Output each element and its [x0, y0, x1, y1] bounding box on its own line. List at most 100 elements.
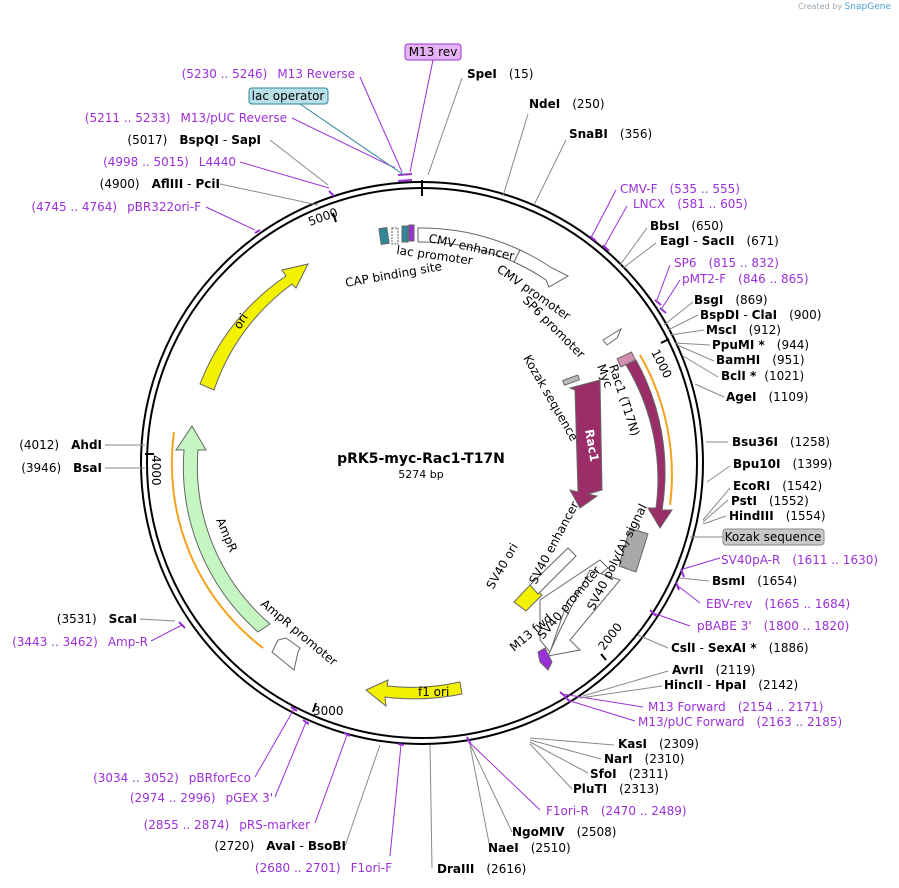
feature-label-f1-ori: f1 ori [418, 685, 449, 699]
site-name: HindIII [729, 509, 774, 523]
primer-name: LNCX [633, 197, 665, 211]
site-name: AflIII [152, 177, 184, 191]
site-name: BspQI [179, 133, 219, 147]
tick-1000 [660, 338, 670, 344]
site-sep: - [693, 234, 697, 248]
sv40-promoter-arrow [539, 559, 609, 654]
feature-label-sv40-ori: SV40 ori [483, 541, 520, 592]
site-sep: - [187, 177, 191, 191]
primer-name: EBV-rev [706, 597, 752, 611]
lac-operator-label: lac operator [252, 89, 325, 103]
svg-text:HindIII(1554): HindIII(1554) [729, 509, 826, 523]
site-labels-left: (2720)AvaI-BsoBI (3531)ScaI (3946)BsaI (… [19, 133, 346, 853]
svg-text:(4012)AhdI: (4012)AhdI [19, 438, 102, 452]
svg-text:PstI(1552): PstI(1552) [731, 494, 809, 508]
svg-text:HincII-HpaI(2142): HincII-HpaI(2142) [664, 678, 798, 692]
svg-text:NarI(2310): NarI (2310) [604, 752, 684, 766]
site-pos: (671) [747, 234, 779, 248]
primer-pos: (846 .. 865) [738, 272, 808, 286]
site-pos: (912) [749, 323, 781, 337]
site-name: BsmI [712, 574, 745, 588]
svg-text:(4745 .. 4764)pBR322ori-F: (4745 .. 4764)pBR322ori-F [31, 200, 201, 214]
primer-name: SV40pA-R [721, 553, 780, 567]
sv40-ori-box [513, 584, 543, 612]
svg-text:(3531)ScaI: (3531)ScaI [57, 612, 137, 626]
primer-leaders [150, 76, 721, 857]
site-name: BamHI [716, 353, 760, 367]
plasmid-length: 5274 bp [398, 468, 443, 481]
tick-2000 [600, 653, 607, 661]
site-name: EagI [660, 234, 689, 248]
site-sep: - [707, 678, 711, 692]
primer-marks [178, 173, 685, 746]
svg-text:(2974 .. 2996)pGEX 3': (2974 .. 2996)pGEX 3' [130, 791, 273, 805]
svg-text:DraIII(2616): DraIII(2616) [437, 862, 526, 876]
site-pos: (1552) [769, 494, 809, 508]
m13-fwd-arrow [537, 647, 553, 671]
svg-text:SnaBI(356): SnaBI(356) [569, 127, 652, 141]
primer-pos: (2154 .. 2171) [738, 700, 824, 714]
svg-text:PpuMI *(944): PpuMI *(944) [712, 338, 809, 352]
site-name: NaeI [488, 841, 519, 855]
primer-pos: (5211 .. 5233) [85, 111, 171, 125]
site-pos: (1654) [757, 574, 797, 588]
primer-labels-left: (5230 .. 5246)M13 Reverse (5211 .. 5233)… [12, 67, 392, 875]
site-name2: SacII [702, 234, 735, 248]
site-name: BbsI [650, 219, 679, 233]
feature-label-ampr: AmpR [213, 516, 240, 554]
svg-text:(2680 .. 2701)F1ori-F: (2680 .. 2701)F1ori-F [255, 861, 392, 875]
svg-text:BsgI(869): BsgI(869) [694, 293, 768, 307]
primer-name: M13 Forward [648, 700, 726, 714]
primer-name: pBR322ori-F [127, 200, 201, 214]
svg-text:Bsu36I(1258): Bsu36I(1258) [732, 435, 830, 449]
site-name2: SapI [231, 133, 261, 147]
primer-name: CMV-F [620, 182, 658, 196]
svg-text:F1ori-R(2470 .. 2489): F1ori-R(2470 .. 2489) [546, 804, 687, 818]
tick-label-4000: 4000 [149, 455, 163, 486]
svg-text:SV40pA-R(1611 .. 1630): SV40pA-R(1611 .. 1630) [721, 553, 878, 567]
site-pos: (951) [772, 353, 804, 367]
svg-text:NgoMIV(2508): NgoMIV(2508) [512, 825, 616, 839]
feature-label-kozak: Kozak sequence [520, 353, 581, 444]
site-name: NgoMIV [512, 825, 565, 839]
svg-text:EBV-rev(1665 .. 1684): EBV-rev (1665 .. 1684) [706, 597, 850, 611]
primer-pos: (4998 .. 5015) [103, 155, 189, 169]
plasmid-title: pRK5-myc-Rac1-T17N [337, 451, 505, 467]
primer-pos: (581 .. 605) [677, 197, 747, 211]
primer-pos: (3443 .. 3462) [12, 635, 98, 649]
ori-arrow [199, 263, 309, 391]
credit-prefix: Created by [798, 2, 843, 11]
site-pos: (5017) [127, 133, 167, 147]
site-name: ScaI [109, 612, 137, 626]
svg-text:(2855 .. 2874)pRS-marker: (2855 .. 2874)pRS-marker [144, 818, 310, 832]
primer-pos: (815 .. 832) [709, 256, 779, 270]
svg-text:NdeI(250): NdeI(250) [529, 97, 605, 111]
feature-label-rac1: Rac1 [582, 428, 601, 463]
site-pos: (1542) [782, 479, 822, 493]
site-pos: (1021) [764, 369, 804, 383]
primer-pos: (1665 .. 1684) [764, 597, 850, 611]
tick-3000 [312, 702, 317, 713]
site-pos: (2310) [645, 752, 685, 766]
site-pos: (1258) [790, 435, 830, 449]
site-name: AhdI [71, 438, 102, 452]
svg-text:NaeI(2510): NaeI(2510) [488, 841, 571, 855]
svg-text:EagI-SacII(671): EagI-SacII (671) [660, 234, 779, 248]
tick-label-2000: 2000 [595, 620, 625, 653]
site-name: NarI [604, 752, 633, 766]
svg-text:BamHI(951): BamHI (951) [716, 353, 805, 367]
primer-pos: (2680 .. 2701) [255, 861, 341, 875]
primer-pos: (3034 .. 3052) [93, 771, 179, 785]
site-name: AvaI [266, 839, 295, 853]
site-name: SnaBI [569, 127, 608, 141]
cap-binding-box [378, 226, 390, 246]
site-name: HincII [664, 678, 703, 692]
site-pos: (250) [572, 97, 604, 111]
svg-text:M13 Forward(2154 .. 2171): M13 Forward (2154 .. 2171) [648, 700, 823, 714]
primer-pos: (5230 .. 5246) [182, 67, 268, 81]
svg-text:pBABE 3'(1800 .. 1820): pBABE 3'(1800 .. 1820) [697, 619, 849, 633]
site-pos: (2311) [629, 767, 669, 781]
site-sep: - [700, 641, 704, 655]
svg-text:KasI(2309): KasI(2309) [618, 737, 699, 751]
svg-text:EcoRI(1542): EcoRI(1542) [733, 479, 822, 493]
